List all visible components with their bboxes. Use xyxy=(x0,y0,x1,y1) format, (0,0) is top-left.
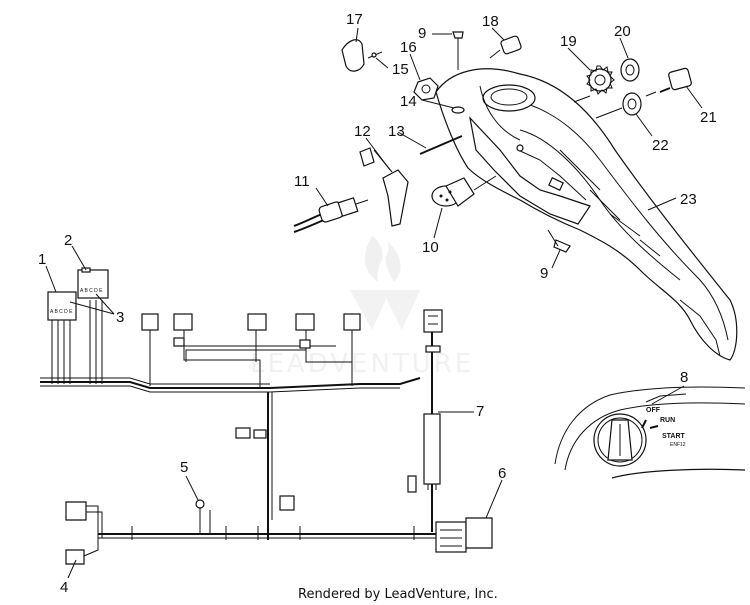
credit-text: Rendered by LeadVenture, Inc. xyxy=(298,587,498,602)
screw-bottom xyxy=(547,229,571,253)
switch-off-label: OFF xyxy=(646,407,661,414)
washer-22 xyxy=(622,92,642,116)
callout-11: 11 xyxy=(294,173,310,190)
callout-9-bottom: 9 xyxy=(540,265,548,282)
callout-15: 15 xyxy=(392,61,409,78)
light-socket-part xyxy=(293,197,369,233)
ignition-inset: OFF RUN START ENF12 xyxy=(554,386,746,479)
callout-10: 10 xyxy=(422,239,439,256)
indicator-lamp-part xyxy=(489,35,522,59)
callout-16: 16 xyxy=(400,39,417,56)
dash-panel xyxy=(435,68,738,361)
callout-2: 2 xyxy=(64,232,72,249)
watermark-text: LEADVENTURE xyxy=(250,349,474,379)
connector-pair: A B C D E A B C D E xyxy=(47,267,109,321)
key-part xyxy=(645,67,692,97)
bulb-part xyxy=(359,147,409,227)
callout-9-top: 9 xyxy=(418,25,426,42)
watermark-logo: LEADVENTURE xyxy=(250,236,474,379)
callout-7: 7 xyxy=(476,403,484,420)
callout-17: 17 xyxy=(346,11,363,28)
callout-23: 23 xyxy=(680,191,697,208)
callout-12: 12 xyxy=(354,123,371,140)
gasket-strip xyxy=(419,135,463,155)
callout-14: 14 xyxy=(400,93,417,110)
harness-connectors xyxy=(141,313,361,349)
washer-part xyxy=(451,106,465,114)
connector-2-codes: A B C D E xyxy=(80,288,103,294)
callout-20: 20 xyxy=(614,23,631,40)
screw-top xyxy=(452,31,464,70)
callout-22: 22 xyxy=(652,137,669,154)
switch-start-label: START xyxy=(662,433,686,440)
connector-1-codes: A B C D E xyxy=(50,309,73,315)
lock-ring-part xyxy=(586,65,615,95)
callout-19: 19 xyxy=(560,33,577,50)
callout-6: 6 xyxy=(498,465,506,482)
callout-3: 3 xyxy=(116,309,124,326)
callout-8: 8 xyxy=(680,369,688,386)
callout-1: 1 xyxy=(38,251,46,268)
callouts: 1 2 3 4 5 6 7 8 9 9 10 11 12 13 14 15 16… xyxy=(38,11,717,596)
leader-lines xyxy=(45,27,703,579)
clip-part xyxy=(341,39,383,72)
switch-start-sub-label: ENF12 xyxy=(670,442,686,448)
nut-part xyxy=(413,77,439,101)
callout-5: 5 xyxy=(180,459,188,476)
ignition-switch-part xyxy=(431,175,497,207)
wiring-harness xyxy=(40,300,493,565)
callout-4: 4 xyxy=(60,579,68,596)
callout-13: 13 xyxy=(388,123,405,140)
washer-20 xyxy=(620,58,640,82)
switch-run-label: RUN xyxy=(660,417,675,424)
callout-21: 21 xyxy=(700,109,717,126)
callout-18: 18 xyxy=(482,13,499,30)
